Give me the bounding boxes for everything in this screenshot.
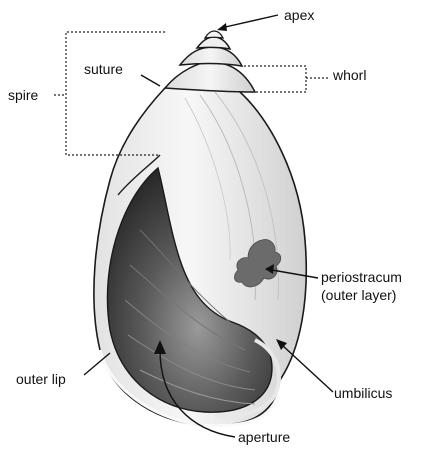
umbilicus-label: umbilicus [334, 385, 392, 401]
apex-leader [221, 15, 278, 28]
suture-label: suture [84, 61, 123, 77]
periostracum-label: periostracum [321, 269, 402, 285]
umbilicus-leader [282, 345, 333, 392]
aperture-label: aperture [238, 429, 290, 445]
outer-layer-label: (outer layer) [321, 287, 396, 303]
apex-label: apex [284, 7, 314, 23]
apex-arrowhead [217, 23, 227, 31]
whorl-label: whorl [332, 67, 366, 83]
suture-leader [141, 75, 160, 86]
outer-lip-label: outer lip [16, 371, 66, 387]
spire-whorls [165, 31, 255, 92]
spire-label: spire [8, 87, 39, 103]
